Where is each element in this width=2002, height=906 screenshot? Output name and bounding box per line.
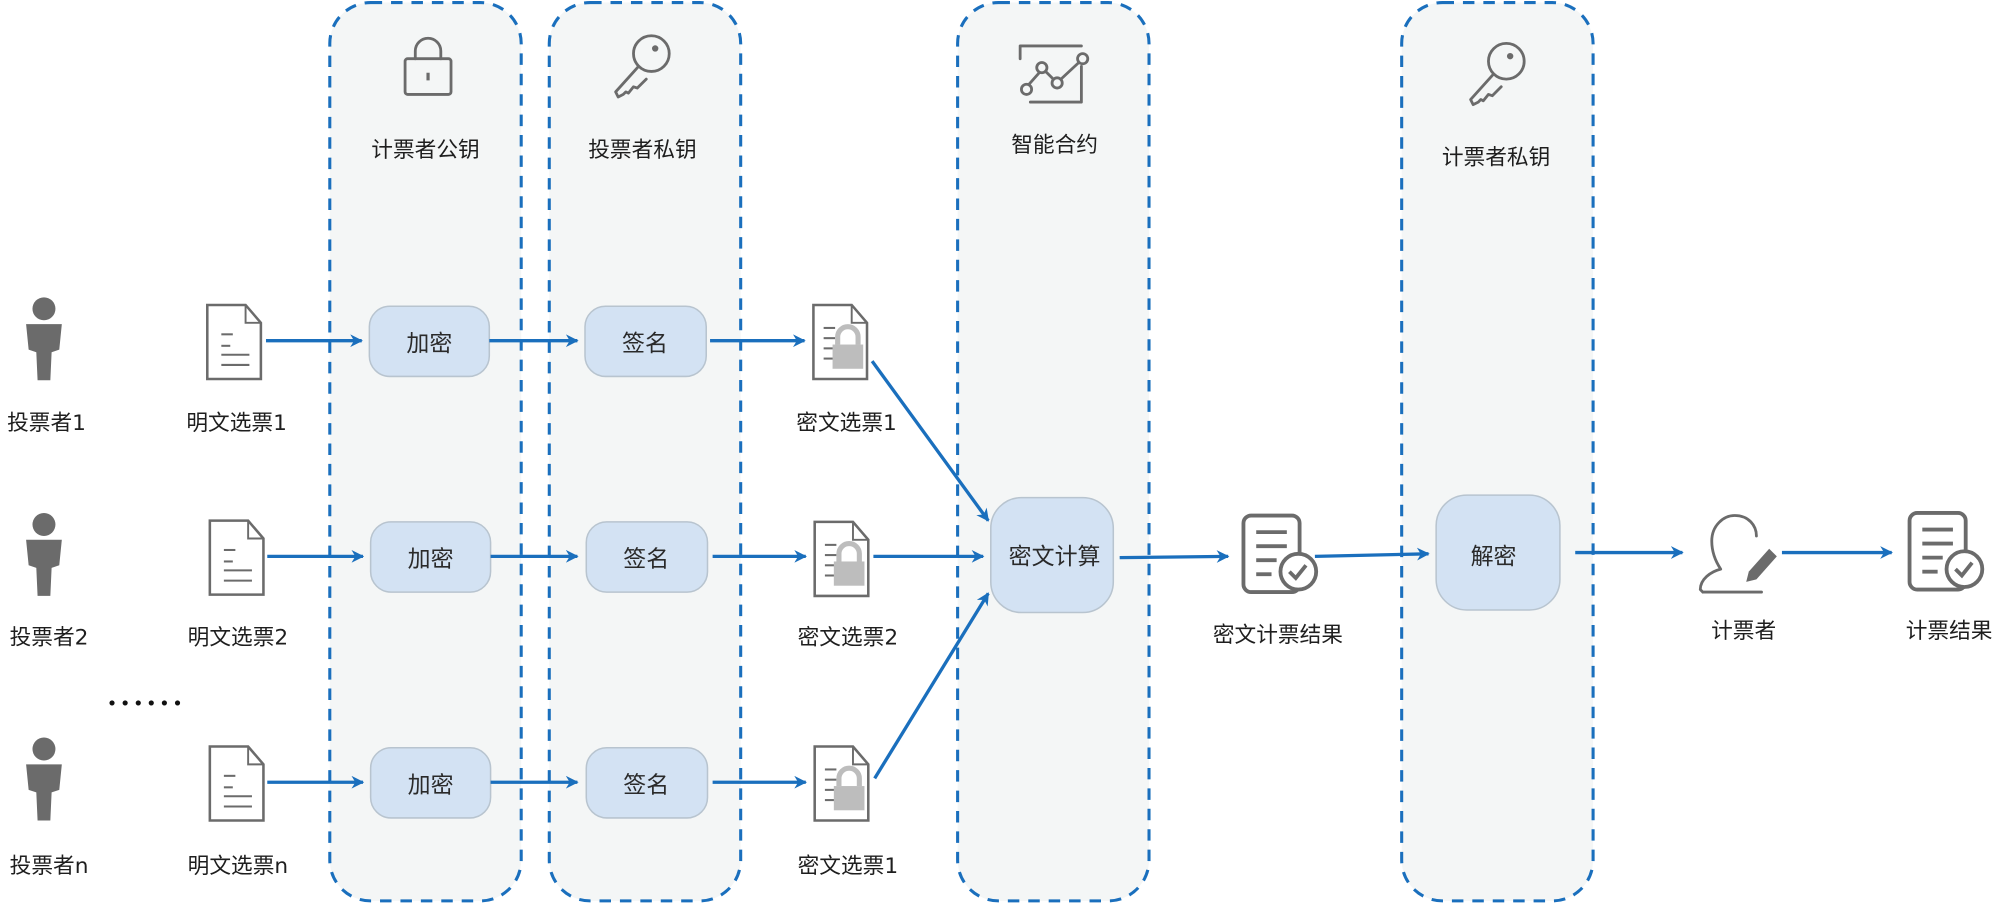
plain-ballot-label: 明文选票1 (186, 411, 287, 436)
lane-smart-contract (956, 1, 1151, 903)
cipher-compute-label: 密文计算 (1009, 544, 1101, 570)
ellipsis: •••••• (107, 693, 186, 714)
cipher-ballot-icon (815, 746, 869, 820)
encrypt-label: 加密 (406, 331, 452, 357)
voter-label: 投票者1 (7, 411, 86, 436)
voter-row: 投票者n 明文选票n 加密 签名 密文选票1 (10, 737, 899, 879)
voter-row: 投票者2 明文选票2 加密 签名 密文选票2 (10, 512, 899, 650)
counter-icon (1698, 514, 1777, 594)
plain-ballot-icon (206, 303, 263, 381)
voter-icon (26, 512, 62, 596)
plain-ballot-label: 明文选票2 (188, 625, 289, 650)
cipher-compute-step (990, 496, 1115, 614)
voter-row: 投票者1 明文选票1 加密 签名 密文选票1 (7, 297, 897, 436)
sign-step (585, 521, 709, 593)
lane-title: 计票者私钥 (1442, 146, 1550, 171)
encrypt-label: 加密 (408, 547, 454, 573)
plain-ballot-label: 明文选票n (188, 854, 288, 879)
cipher-result-icon (1241, 513, 1319, 595)
plain-ballot-icon (208, 745, 265, 822)
encrypt-label: 加密 (408, 772, 454, 798)
plain-ballot-icon (208, 519, 265, 596)
voter-icon (26, 737, 62, 821)
counter-label: 计票者 (1711, 619, 1776, 644)
cipher-result-label: 密文计票结果 (1213, 623, 1343, 648)
lane-title: 智能合约 (1011, 133, 1098, 158)
sign-label: 签名 (622, 331, 668, 357)
lane-voter-private-key (547, 1, 743, 903)
sign-step (584, 305, 707, 378)
cipher-ballot-icon (815, 522, 869, 596)
sign-step (585, 747, 709, 819)
cipher-ballot-label: 密文选票2 (798, 625, 899, 650)
lock-icon (403, 36, 453, 96)
lane-encrypt-public-key (328, 1, 523, 903)
voter-icon (26, 297, 62, 381)
sign-label: 签名 (623, 547, 669, 573)
sign-label: 签名 (623, 772, 669, 798)
voter-label: 投票者n (10, 854, 89, 879)
final-result-label: 计票结果 (1906, 619, 1993, 644)
final-result-icon (1907, 511, 1985, 592)
chart-line-icon (1018, 44, 1090, 104)
cipher-ballot-label: 密文选票1 (796, 411, 897, 436)
decrypt-step (1435, 494, 1561, 611)
lane-title: 投票者私钥 (588, 138, 696, 163)
decrypt-label: 解密 (1471, 544, 1517, 570)
voter-label: 投票者2 (10, 625, 89, 650)
lane-title: 计票者公钥 (371, 138, 479, 163)
cipher-ballot-icon (813, 305, 867, 379)
cipher-ballot-label: 密文选票1 (798, 854, 899, 879)
lane-counter-private-key (1400, 1, 1595, 903)
